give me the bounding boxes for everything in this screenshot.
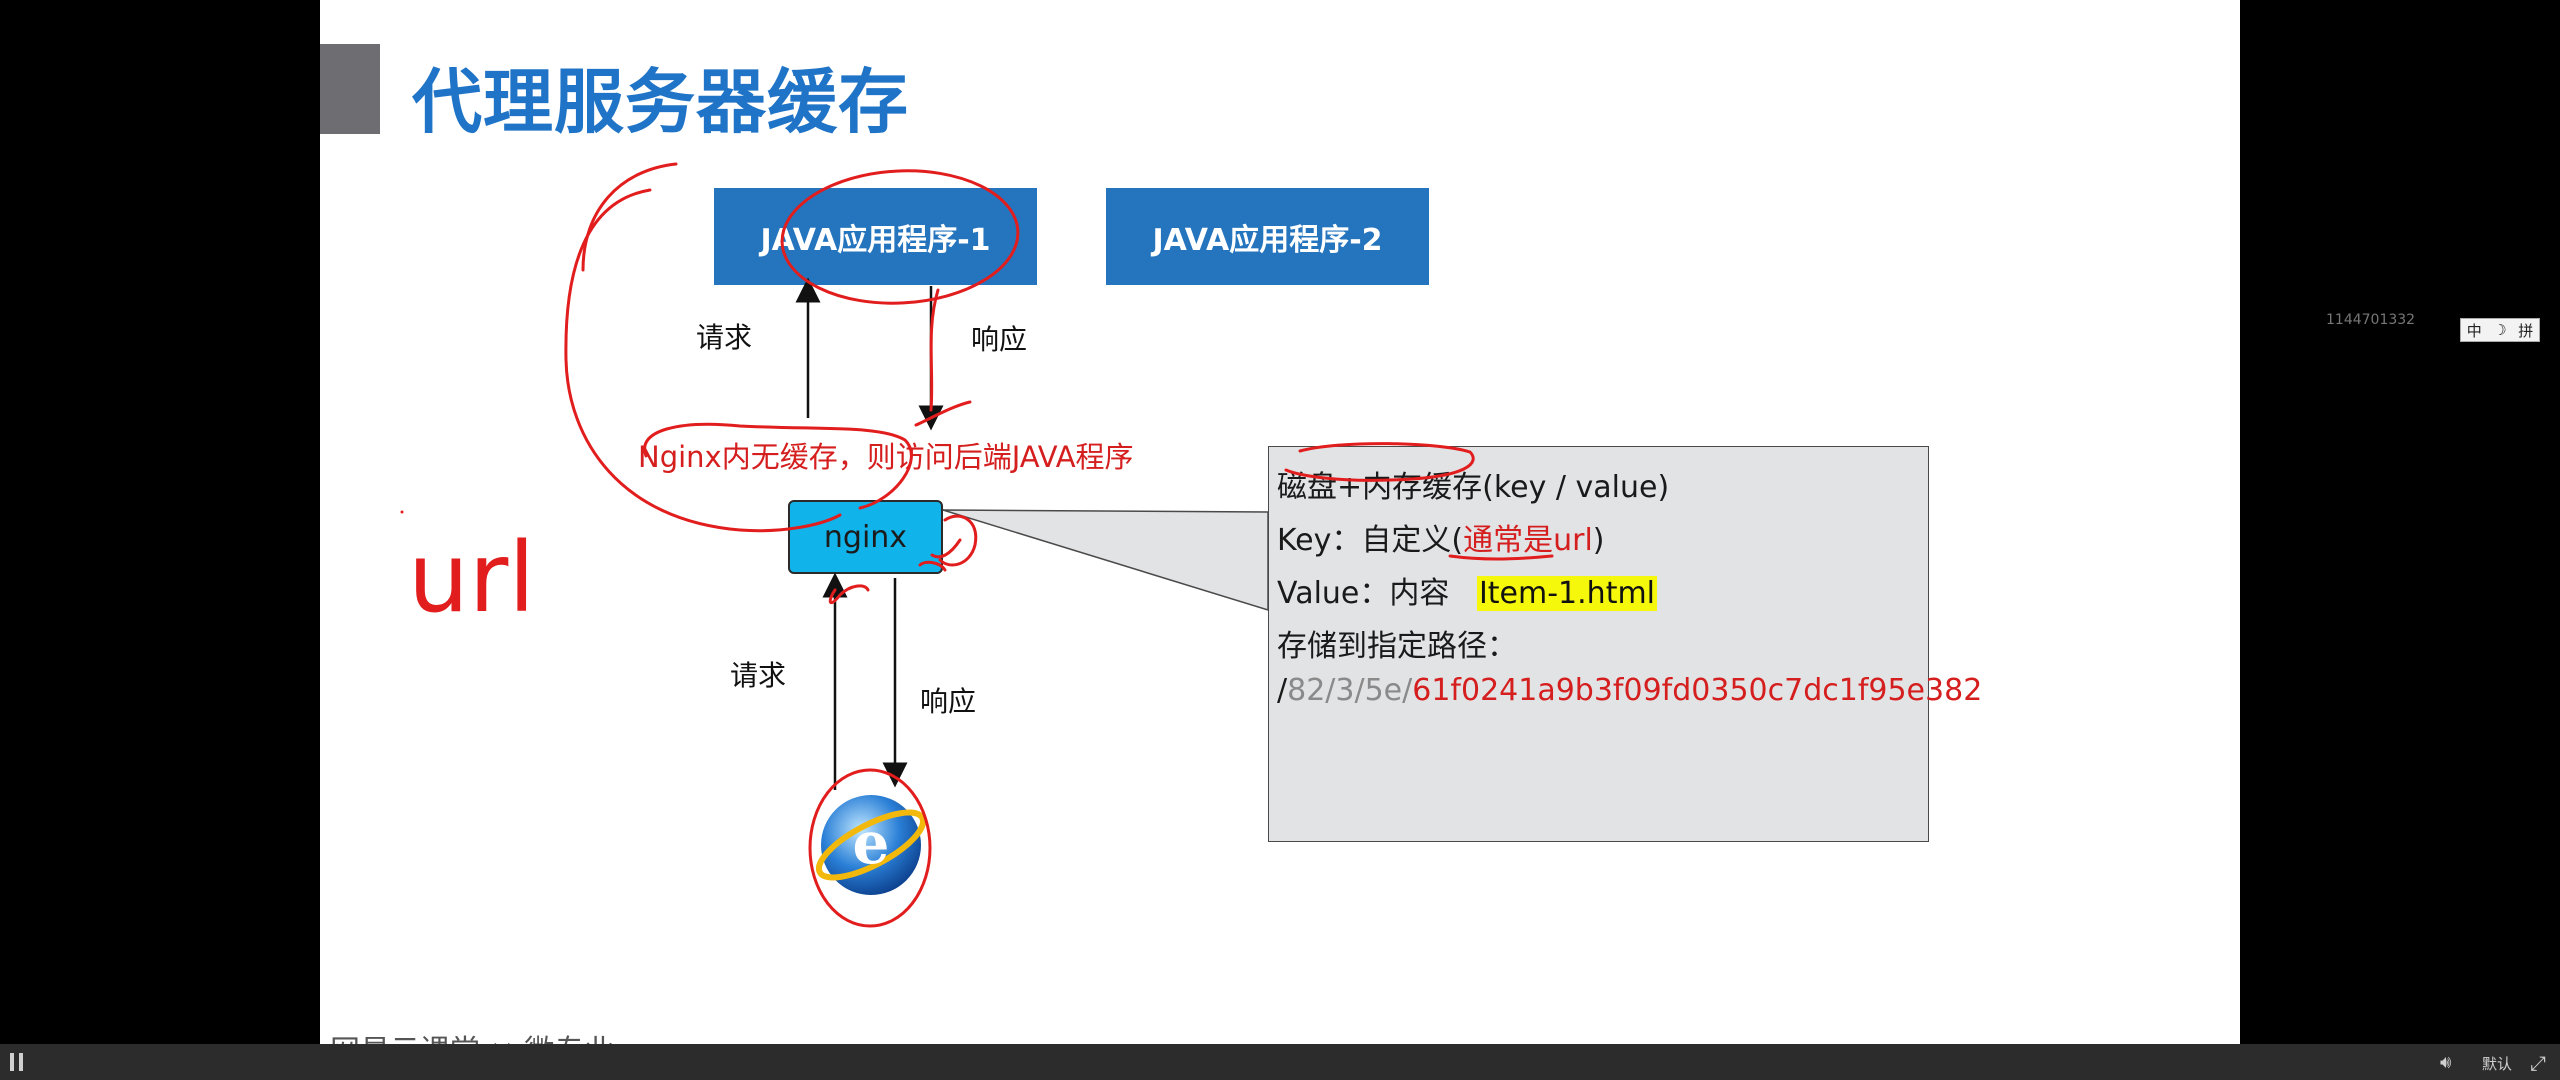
ime-chinese-mode[interactable]: 中 xyxy=(2466,321,2482,340)
ime-pinyin-mode[interactable]: 拼 xyxy=(2518,321,2534,340)
footer-logo: 网易云课堂 × 微专业 xyxy=(330,1026,614,1044)
path-slash-1: / xyxy=(1277,673,1288,708)
ie-browser-icon: e xyxy=(816,795,926,895)
ime-toolbar[interactable]: 中 ☽ 拼 xyxy=(2460,318,2540,342)
nginx-box: nginx xyxy=(788,500,943,574)
path-levels: 82/3/5e xyxy=(1287,673,1403,708)
slide-title: 代理服务器缓存 xyxy=(412,61,909,143)
cache-path-value: /82/3/5e/61f0241a9b3f09fd0350c7dc1f95e38… xyxy=(1277,673,1982,708)
value-highlight: Item-1.html xyxy=(1476,576,1658,611)
pause-icon[interactable] xyxy=(10,1053,26,1071)
url-annotation: url xyxy=(408,522,535,634)
path-slash-2: / xyxy=(1402,673,1413,708)
fullscreen-icon[interactable]: ⤢ xyxy=(2530,1051,2546,1075)
response-label-top: 响应 xyxy=(971,323,1028,356)
request-label-top: 请求 xyxy=(696,321,753,354)
key-prefix: Key：自定义( xyxy=(1277,523,1464,558)
path-hash: 61f0241a9b3f09fd0350c7dc1f95e382 xyxy=(1412,673,1983,708)
cache-type-line: 磁盘+内存缓存(key / value) xyxy=(1277,470,1670,505)
cache-key-line: Key：自定义(通常是url) xyxy=(1277,515,1605,559)
quality-selector[interactable]: 默认 xyxy=(2482,1055,2513,1073)
svg-text:e: e xyxy=(853,809,890,877)
key-suffix: ) xyxy=(1592,523,1605,558)
cache-value-line: Value：内容 Item-1.html xyxy=(1277,568,1658,612)
title-accent-bar xyxy=(320,44,380,134)
diagram-arrows-and-annotations xyxy=(400,162,1554,928)
user-id-watermark: 1144701332 xyxy=(2326,312,2416,328)
key-usually-url: 通常是url xyxy=(1463,523,1593,558)
nginx-no-cache-note: Nginx内无缓存，则访问后端JAVA程序 xyxy=(638,440,1134,474)
response-label-bottom: 响应 xyxy=(920,685,977,718)
lecture-slide: 代理服务器缓存 JAVA应用程序-1 JAVA应用程序-2 请求 响应 Ngin… xyxy=(320,0,2240,1044)
java-app-2-box: JAVA应用程序-2 xyxy=(1106,188,1429,285)
player-control-bar: 🔊︎ 默认 ⤢ xyxy=(0,1044,2560,1080)
request-label-bottom: 请求 xyxy=(730,659,787,692)
cache-info-box: 磁盘+内存缓存(key / value) Key：自定义(通常是url) Val… xyxy=(1268,446,1982,842)
ime-moon-icon[interactable]: ☽ xyxy=(2493,321,2507,339)
value-prefix: Value：内容 xyxy=(1277,576,1450,611)
java-app-1-box: JAVA应用程序-1 xyxy=(714,188,1037,285)
volume-icon[interactable]: 🔊︎ xyxy=(2440,1052,2452,1073)
cache-path-label: 存储到指定路径： xyxy=(1277,629,1517,664)
